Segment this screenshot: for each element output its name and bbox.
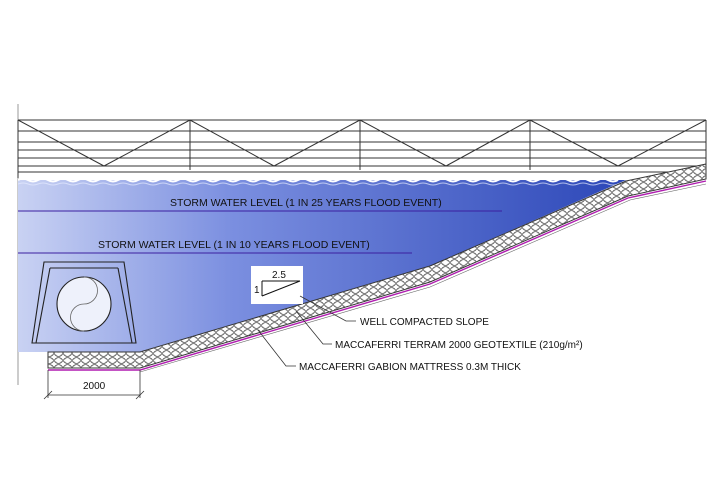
- water-body: [18, 178, 626, 352]
- slope-run-label: 2.5: [272, 270, 286, 281]
- compacted-slope-edge: [139, 183, 707, 373]
- culvert-headwall: [31, 261, 137, 344]
- slope-ratio-indicator: 2.5 1: [251, 266, 303, 304]
- storm-water-level-25yr-label: STORM WATER LEVEL (1 IN 25 YEARS FLOOD E…: [170, 197, 442, 209]
- toe-width-label: 2000: [83, 381, 106, 392]
- compacted-slope-label: WELL COMPACTED SLOPE: [360, 317, 489, 328]
- gabion-mattress: [47, 163, 707, 369]
- callout-leaders: [257, 295, 356, 367]
- storm-water-level-10yr-label: STORM WATER LEVEL (1 IN 10 YEARS FLOOD E…: [98, 239, 370, 251]
- toe-dimension: [43, 370, 145, 400]
- gabion-mattress-label: MACCAFERRI GABION MATTRESS 0.3M THICK: [299, 362, 521, 373]
- slope-rise-label: 1: [254, 285, 260, 296]
- geotextile-membrane: [48, 180, 707, 371]
- geotextile-label: MACCAFERRI TERRAM 2000 GEOTEXTILE (210g/…: [335, 340, 583, 351]
- railing-truss: [17, 119, 707, 178]
